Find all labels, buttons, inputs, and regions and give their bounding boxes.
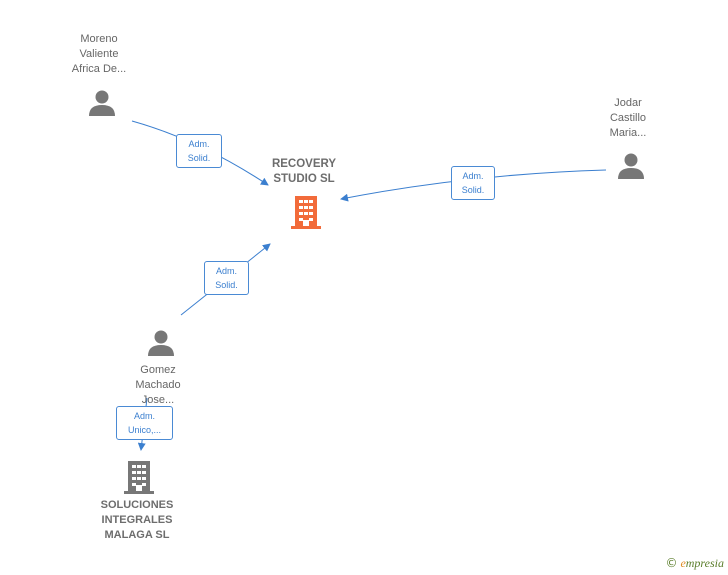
label-line: Machado [135,379,181,391]
person-label-jodar[interactable]: Jodar Castillo Maria... [586,96,670,141]
label-line: Jose... [141,394,175,406]
edge-label-line: Solid. [215,280,238,290]
label-line: Jodar [614,97,642,109]
company-label-soluciones[interactable]: SOLUCIONES INTEGRALES MALAGA SL [87,498,187,543]
label-line: SOLUCIONES [100,499,174,511]
edge-label-line: Adm. [133,411,155,421]
label-line: MALAGA SL [104,529,170,541]
person-icon-jodar[interactable] [616,151,646,181]
edge-label-gomez-soluciones[interactable]: Adm. Unico,... [116,406,173,440]
label-line: Gomez [140,364,176,376]
label-line: Africa De... [71,63,127,75]
company-label-recovery[interactable]: RECOVERY STUDIO SL [254,157,354,187]
copyright-symbol: © [665,556,678,570]
label-line: Castillo [609,112,647,124]
label-line: Moreno [80,33,118,45]
person-icon-moreno[interactable] [87,88,117,118]
edge-label-line: Solid. [187,153,211,163]
edge-label-line: Adm. [188,139,210,149]
person-label-gomez[interactable]: Gomez Machado Jose... [116,363,200,408]
edge-label-line: Solid. [461,185,485,195]
edge-label-line: Unico,... [127,425,161,435]
edge-label-line: Adm. [462,171,484,181]
brand-initial: e [680,556,686,570]
person-icon-gomez[interactable] [146,328,176,358]
empresia-logo: © empresia [665,556,724,571]
building-icon-soluciones[interactable] [122,459,156,495]
label-line: Valiente [79,48,119,60]
edge-label-line: Adm. [215,266,237,276]
building-icon-recovery[interactable] [289,194,323,230]
label-line: RECOVERY [271,158,337,170]
label-line: Maria... [609,127,647,139]
edge-label-gomez-recovery[interactable]: Adm. Solid. [204,261,249,295]
label-line: INTEGRALES [101,514,173,526]
person-label-moreno[interactable]: Moreno Valiente Africa De... [54,32,144,77]
brand-name: mpresia [685,556,724,570]
label-line: STUDIO SL [273,173,335,185]
edge-label-jodar-recovery[interactable]: Adm. Solid. [451,166,495,200]
edge-label-moreno-recovery[interactable]: Adm. Solid. [176,134,222,168]
